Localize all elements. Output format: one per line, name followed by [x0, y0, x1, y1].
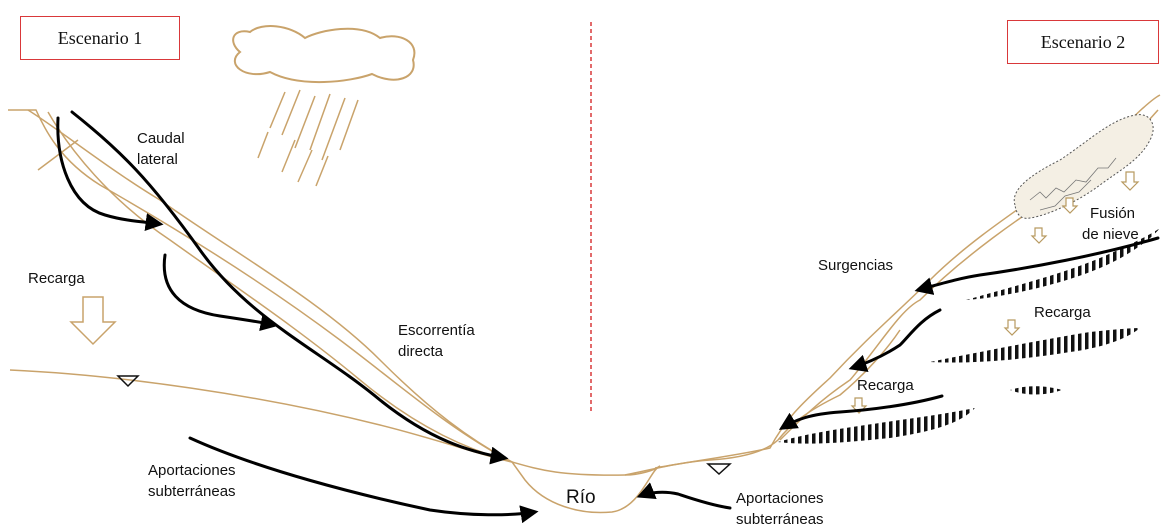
aportaciones-right-label-2: subterráneas	[736, 511, 824, 528]
diagram-labels: Caudal lateral Recarga Escorrentía direc…	[28, 130, 1139, 528]
recharge-arrow-icon	[71, 297, 115, 344]
surgencias-arrow-2	[852, 310, 940, 368]
caudal-lateral-label-2: lateral	[137, 151, 178, 168]
rain-icon	[258, 90, 358, 186]
recarga-right-upper-label: Recarga	[1034, 304, 1091, 321]
snow-patch-icon	[1014, 115, 1153, 219]
flow-arrows	[58, 112, 1158, 515]
aportaciones-left-label: Aportaciones	[148, 462, 236, 479]
escorrentia-label-2: directa	[398, 343, 444, 360]
surgencias-label: Surgencias	[818, 257, 893, 274]
water-table-triangle-icon	[708, 464, 730, 474]
aportaciones-right-arrow	[640, 492, 730, 508]
aportaciones-left-arrow	[190, 438, 535, 515]
rio-label: Río	[566, 487, 596, 508]
fusion-label-2: de nieve	[1082, 226, 1139, 243]
cloud-icon	[233, 26, 414, 82]
aportaciones-left-label-2: subterráneas	[148, 483, 236, 500]
fusion-label: Fusión	[1090, 205, 1135, 222]
recarga-right-lower-label: Recarga	[857, 377, 914, 394]
aportaciones-right-label: Aportaciones	[736, 490, 824, 507]
recarga-left-label: Recarga	[28, 270, 85, 287]
caudal-lateral-label: Caudal	[137, 130, 185, 147]
escorrentia-label: Escorrentía	[398, 322, 475, 339]
